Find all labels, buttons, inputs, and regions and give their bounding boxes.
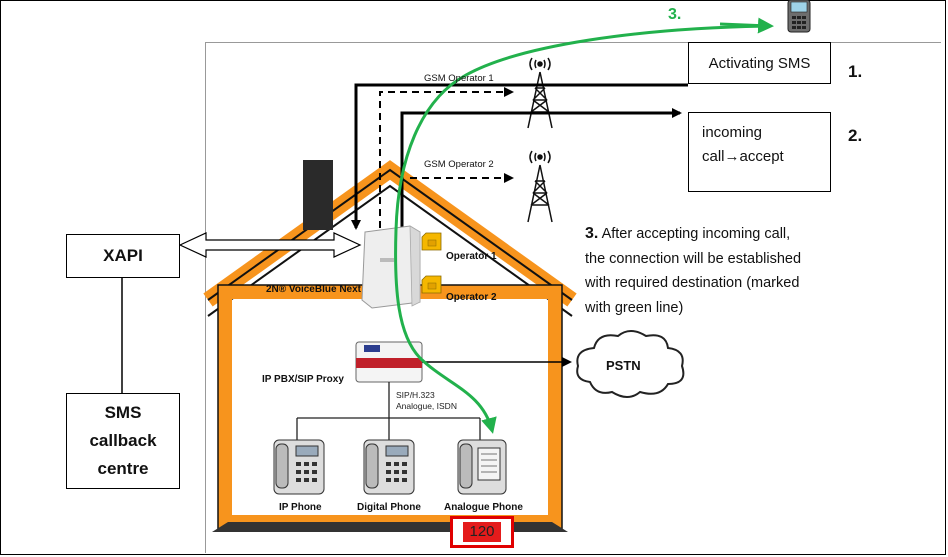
protocols-label: SIP/H.323 Analogue, ISDN xyxy=(396,390,457,412)
step-3-note: 3. After accepting incoming call, the co… xyxy=(585,222,855,320)
mobile-phone-icon xyxy=(787,0,811,33)
incoming-call-box: incoming call→accept xyxy=(688,112,831,192)
pstn-label: PSTN xyxy=(606,358,641,373)
incoming-call-line-2: call→accept xyxy=(702,148,784,165)
xapi-gateway-double-arrow xyxy=(178,232,362,258)
gsm-tower-2 xyxy=(527,150,553,223)
note-line-2: the connection will be established xyxy=(585,250,802,267)
room-number-label: 120 xyxy=(463,522,501,542)
operator-1-label: Operator 1 xyxy=(446,251,497,262)
activating-sms-path xyxy=(351,83,688,230)
sms-centre-line-2: callback xyxy=(89,431,157,450)
note-line-3: with required destination (marked xyxy=(585,275,800,291)
green-arrow-to-mobile xyxy=(719,17,774,34)
analogue-phone-label: Analogue Phone xyxy=(444,502,523,513)
sms-callback-centre-box: SMS callback centre xyxy=(66,393,180,489)
digital-phone-device xyxy=(363,439,415,495)
protocols-line-1: SIP/H.323 xyxy=(396,390,435,400)
incoming-call-line-1: incoming xyxy=(702,124,763,141)
chimney xyxy=(303,160,333,230)
activating-sms-label: Activating SMS xyxy=(708,54,811,72)
green-step-number: 3. xyxy=(668,6,682,23)
green-connection-line xyxy=(394,24,771,434)
room-number-box: 120 xyxy=(450,516,514,548)
step-number-3: 3. xyxy=(585,225,599,242)
ip-phone-device xyxy=(273,439,325,495)
protocols-line-2: Analogue, ISDN xyxy=(396,401,457,411)
step-number-1: 1. xyxy=(848,62,863,81)
operator-2-label: Operator 2 xyxy=(446,292,497,303)
activating-sms-box: Activating SMS xyxy=(688,42,831,84)
xapi-label: XAPI xyxy=(103,246,143,265)
note-line-1: After accepting incoming call, xyxy=(601,226,791,242)
gsm-operator-2-label: GSM Operator 2 xyxy=(424,159,494,170)
pbx-label: IP PBX/SIP Proxy xyxy=(262,374,344,385)
sim-card-2 xyxy=(421,275,442,294)
sms-centre-line-3: centre xyxy=(97,459,149,478)
analogue-phone-device xyxy=(457,439,507,495)
gsm-link-1 xyxy=(379,87,514,228)
xapi-box: XAPI xyxy=(66,234,180,278)
note-line-4: with green line) xyxy=(585,299,684,316)
gsm-tower-1 xyxy=(527,57,553,129)
incoming-call-path xyxy=(400,108,682,228)
pbx-phone-connectors xyxy=(296,382,481,440)
pstn-cloud xyxy=(576,330,685,398)
ip-phone-label: IP Phone xyxy=(279,502,322,513)
gsm-operator-1-label: GSM Operator 1 xyxy=(424,73,494,84)
sms-centre-line-1: SMS xyxy=(104,403,142,422)
digital-phone-label: Digital Phone xyxy=(357,502,421,513)
sim-card-1 xyxy=(421,232,442,251)
step-number-2: 2. xyxy=(848,126,863,145)
voiceblue-gateway xyxy=(361,225,421,309)
gateway-label: 2N® VoiceBlue Next xyxy=(266,284,361,295)
